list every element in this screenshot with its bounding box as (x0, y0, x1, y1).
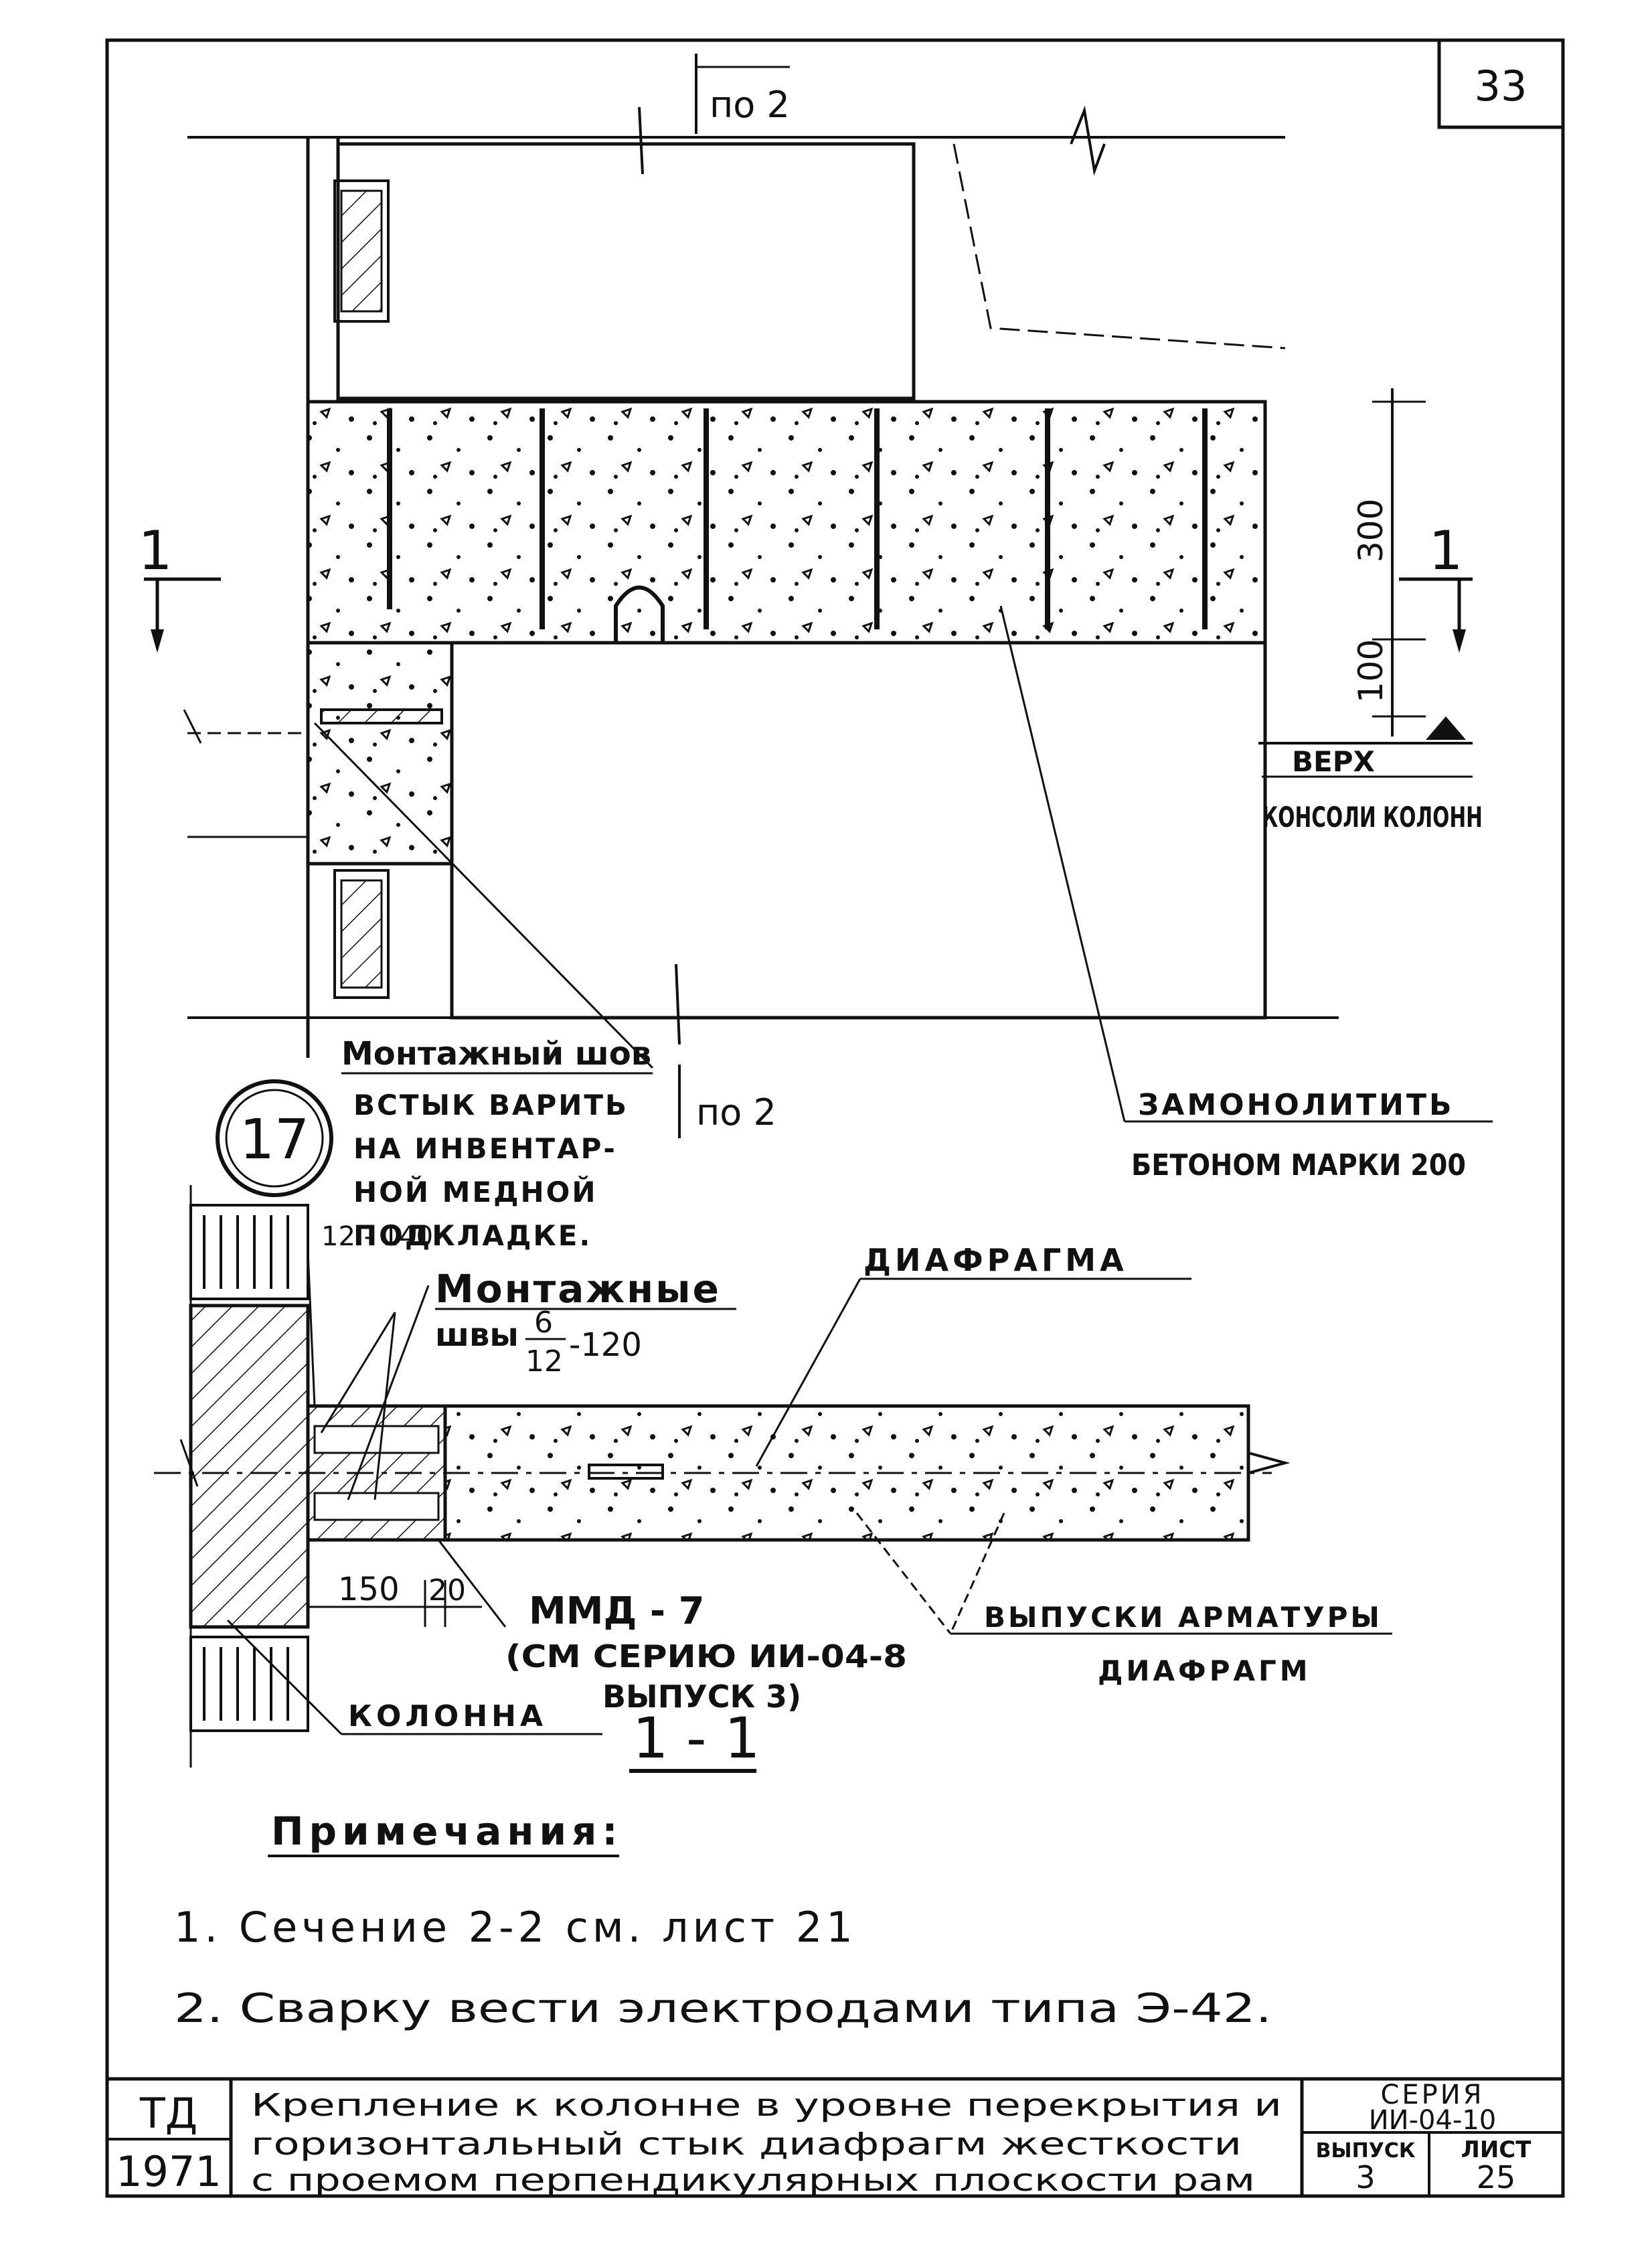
notes: Примечания: 1. Сечение 2-2 см. лист 21 2… (174, 1808, 1272, 2032)
rebar-label-line1: ВЫПУСКИ АРМАТУРЫ (984, 1601, 1382, 1634)
mounting-seam-title: Монтажный шов (341, 1035, 651, 1073)
tb-title-line3: с проемом перпендикулярных плоскости рам (251, 2162, 1255, 2198)
svg-text:ВЕРХ: ВЕРХ (1292, 745, 1375, 778)
sheet-number: 33 (1475, 62, 1527, 110)
svg-text:НОЙ МЕДНОЙ: НОЙ МЕДНОЙ (353, 1175, 598, 1209)
mounting-welds-title: Монтажные (435, 1266, 721, 1312)
svg-text:КОНСОЛИ КОЛОНН: КОНСОЛИ КОЛОНН (1262, 801, 1483, 834)
tb-sheet-label: ЛИСТ (1461, 2136, 1532, 2163)
top-of-console-mark: ВЕРХ КОНСОЛИ КОЛОНН (1258, 716, 1483, 834)
tb-issue-value: 3 (1355, 2159, 1375, 2195)
svg-text:1: 1 (139, 520, 173, 582)
dim-20: 20 (428, 1573, 466, 1608)
dimension-300: 300 (1351, 499, 1390, 562)
diaphragm-ribs (387, 408, 1208, 629)
svg-text:швы: швы (435, 1316, 519, 1354)
notes-title: Примечания: (271, 1808, 623, 1854)
tb-series-label: СЕРИЯ (1380, 2080, 1484, 2110)
tb-org: ТД (139, 2089, 197, 2138)
column-section (189, 1304, 310, 1629)
svg-text:1: 1 (1429, 520, 1463, 582)
dimension-chain: 300 100 (1351, 388, 1426, 736)
upper-joint-detail (333, 179, 390, 323)
tb-title-line2: горизонтальный стык диафрагм жесткости (251, 2126, 1242, 2162)
mmd-ref-line2: ВЫПУСК 3) (602, 1679, 801, 1715)
section-ref-mid: по 2 (696, 1091, 776, 1134)
column-label: КОЛОННА (348, 1699, 547, 1733)
elevation-view: по 2 (139, 54, 1493, 1182)
frame-opening (450, 641, 1267, 1020)
section-title: 1 - 1 (633, 1705, 760, 1771)
dimension-100: 100 (1351, 639, 1390, 703)
sheet-frame (105, 38, 1565, 2198)
note-1: 1. Сечение 2-2 см. лист 21 (174, 1903, 857, 1952)
mmd-label: ММД - 7 (529, 1589, 705, 1633)
section-mark-right: 1 (1399, 520, 1473, 653)
tb-issue-label: ВЫПУСК (1316, 2139, 1416, 2163)
tb-year: 1971 (116, 2147, 222, 2196)
tb-series-value: ИИ-04-10 (1369, 2105, 1497, 2136)
tb-title-line1: Крепление к колонне в уровне перекрытия … (251, 2087, 1282, 2123)
fill-label-line2: БЕТОНОМ МАРКИ 200 (1131, 1148, 1466, 1182)
svg-text:6: 6 (534, 1306, 553, 1340)
svg-text:17: 17 (240, 1108, 309, 1172)
svg-text:-120: -120 (569, 1326, 642, 1364)
section-mark-left: 1 (139, 520, 221, 653)
mounting-seam-callout: 17 Монтажный шов ВСТЫК ВАРИТЬ НА ИНВЕНТА… (216, 1035, 776, 1252)
lower-joint-detail (333, 869, 390, 999)
tb-sheet-value: 25 (1477, 2159, 1516, 2195)
dim-150: 150 (338, 1571, 400, 1608)
title-block: ТД 1971 Крепление к колонне в уровне пер… (107, 2077, 1563, 2198)
sheet-number-box: 33 (1437, 38, 1565, 129)
fill-label-line1: ЗАМОНОЛИТИТЬ (1138, 1088, 1455, 1122)
mmd-ref-line1: (СМ СЕРИЮ ИИ-04-8 (505, 1638, 907, 1674)
note-2: 2. Сварку вести электродами типа Э-42. (174, 1985, 1272, 2032)
svg-text:12: 12 (525, 1344, 563, 1379)
opening-arch (614, 585, 665, 643)
svg-text:НА ИНВЕНТАР-: НА ИНВЕНТАР- (353, 1132, 617, 1165)
svg-text:ПОДКЛАДКЕ.: ПОДКЛАДКЕ. (353, 1219, 592, 1252)
section-1-1: 150 20 12 - 140 Монтажные швы 6 12 -120 … (154, 1185, 1392, 1773)
svg-text:ВСТЫК ВАРИТЬ: ВСТЫК ВАРИТЬ (353, 1089, 629, 1121)
weld-size-label: 12 - 140 (321, 1221, 433, 1252)
section-ref-top: по 2 (710, 84, 790, 126)
concrete-infill (306, 400, 1267, 645)
diaphragm-label: ДИАФРАГМА (863, 1242, 1128, 1278)
circle-mark (216, 1079, 333, 1197)
rebar-label-line2: ДИАФРАГМ (1098, 1654, 1311, 1687)
